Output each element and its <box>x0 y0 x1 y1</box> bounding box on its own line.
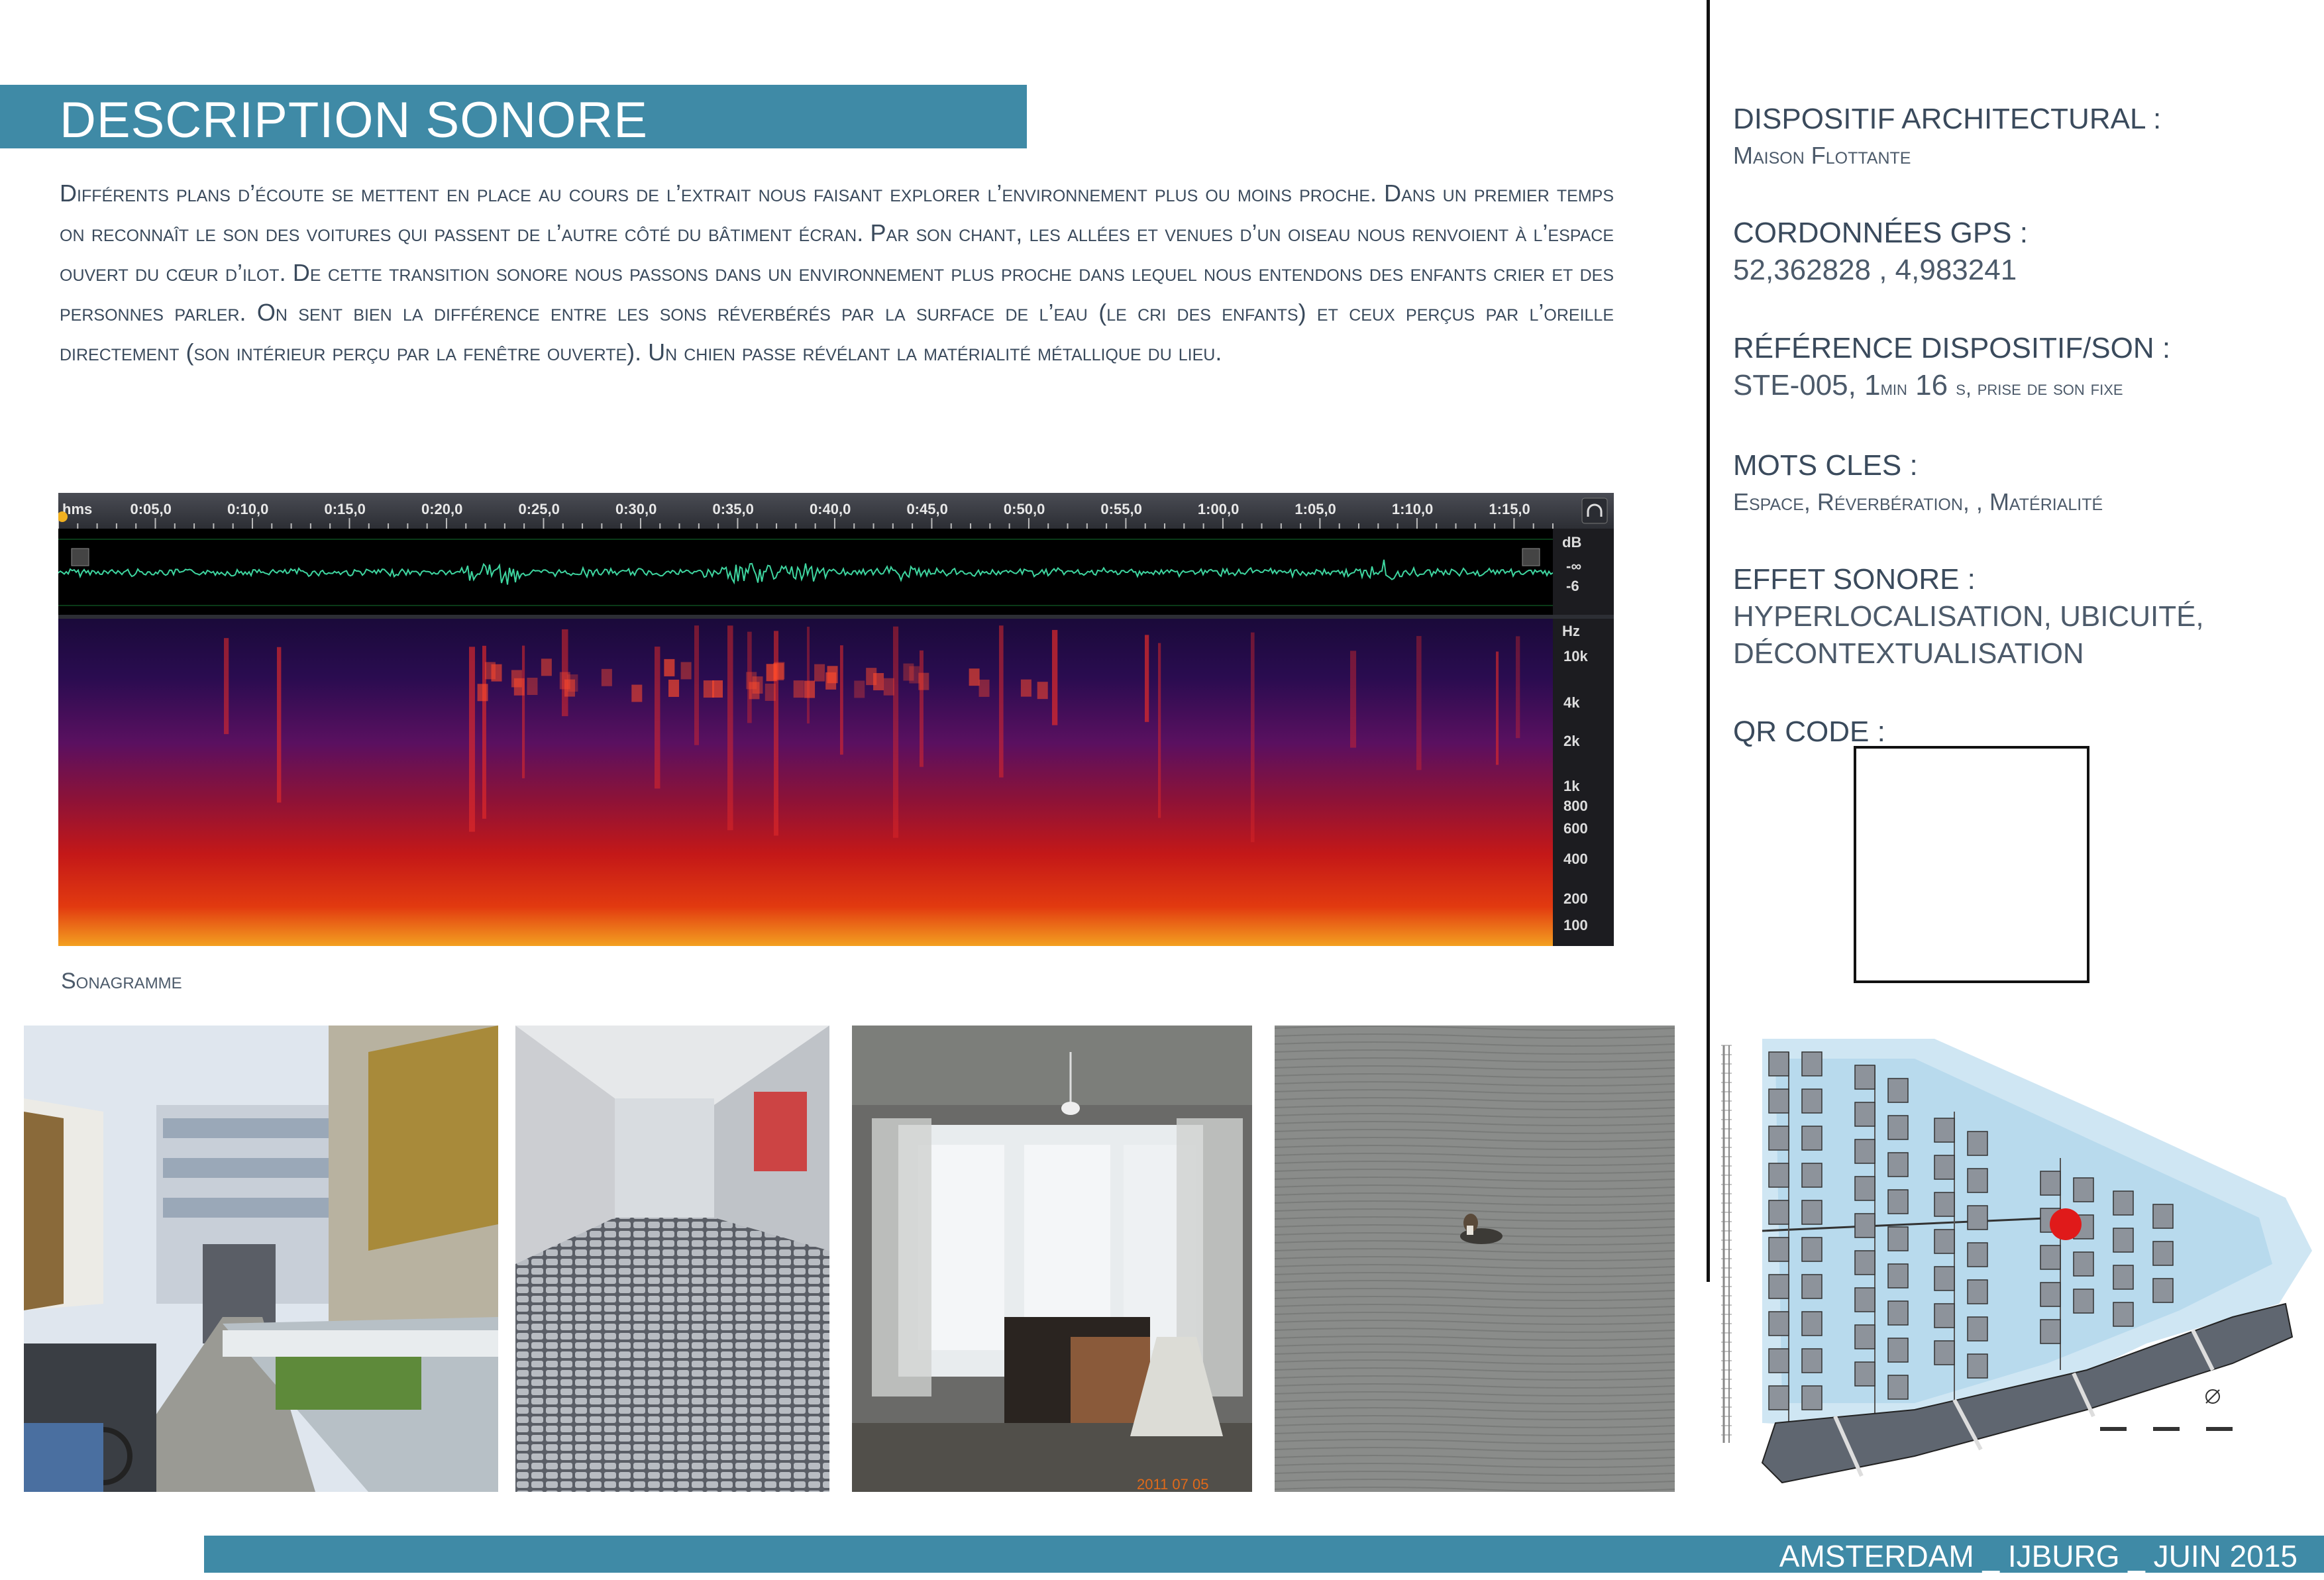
title-band: DESCRIPTION SONORE <box>0 85 1027 148</box>
reference-sec: s <box>1956 376 1966 399</box>
info-qr: QR CODE : <box>1733 713 2303 751</box>
footer-band: AMSTERDAM _ IJBURG _ JUIN 2015 <box>204 1536 2324 1573</box>
sonagram-caption: Sonagramme <box>61 969 182 994</box>
time-tick-label: 1:05,0 <box>1294 501 1336 517</box>
dispositif-value: Maison Flottante <box>1733 142 1911 169</box>
hz-tick-label: 1k <box>1563 778 1580 794</box>
spectrogram-events <box>224 625 1520 843</box>
waveform-panel <box>58 529 1553 615</box>
time-tick-label: 0:05,0 <box>130 501 171 517</box>
time-tick-label: 1:10,0 <box>1392 501 1433 517</box>
dispositif-title: DISPOSITIF ARCHITECTURAL : <box>1733 103 2162 135</box>
gps-value: 52,362828 , 4,983241 <box>1733 254 2017 286</box>
time-ruler-ticks <box>58 518 1554 529</box>
hz-tick-label: 200 <box>1563 890 1588 907</box>
reference-rest: , prise de son fixe <box>1965 376 2123 399</box>
qr-code-placeholder <box>1854 746 2089 983</box>
hz-tick-label: 800 <box>1563 798 1588 814</box>
fade-in-handle[interactable] <box>71 548 89 566</box>
hz-tick-label: 600 <box>1563 820 1588 837</box>
gps-title: CORDONNÉES GPS : <box>1733 217 2028 249</box>
qr-title: QR CODE : <box>1733 715 1885 748</box>
info-reference: RÉFÉRENCE DISPOSITIF/SON : STE-005, 1min… <box>1733 330 2303 406</box>
info-gps: CORDONNÉES GPS : 52,362828 , 4,983241 <box>1733 215 2303 289</box>
photo-water-bird <box>1275 1026 1675 1492</box>
site-plan-map <box>1716 1026 2324 1500</box>
reference-title: RÉFÉRENCE DISPOSITIF/SON : <box>1733 332 2171 364</box>
time-tick-label: 0:45,0 <box>906 501 947 517</box>
reference-code: STE-005, 1 <box>1733 369 1881 401</box>
effect-title: EFFET SONORE : <box>1733 563 1976 596</box>
keywords-value: Espace, Réverbération, , Matérialité <box>1733 488 2103 515</box>
hz-tick-label: 4k <box>1563 694 1580 711</box>
time-tick-label: 0:55,0 <box>1100 501 1141 517</box>
photo-floating-houses-street <box>24 1026 498 1492</box>
db-tick-label: -6 <box>1566 578 1579 594</box>
sonagram-graphic: hms 0:05,0 0:10,0 0:15,0 0:20,0 0:25,0 0:30,0… <box>57 493 1614 946</box>
time-tick-label: 0:25,0 <box>518 501 559 517</box>
info-keywords: MOTS CLES : Espace, Réverbération, , Mat… <box>1733 447 2303 520</box>
scale-bar <box>2100 1427 2233 1431</box>
time-tick-label: 0:40,0 <box>810 501 851 517</box>
footer-text: AMSTERDAM _ IJBURG _ JUIN 2015 <box>1779 1539 2298 1573</box>
sonagram: hms 0:05,0 0:10,0 0:15,0 0:20,0 0:25,0 0:30,0… <box>57 493 1614 946</box>
info-panel: DISPOSITIF ARCHITECTURAL : Maison Flotta… <box>1733 101 2303 792</box>
photo-metal-walkway <box>515 1026 829 1492</box>
time-tick-label: 0:30,0 <box>615 501 657 517</box>
db-scale <box>1553 529 1614 615</box>
info-effect: EFFET SONORE : HYPERLOCALISATION, UBICUI… <box>1733 561 2303 672</box>
db-unit-label: dB <box>1562 534 1581 551</box>
hz-tick-label: 400 <box>1563 851 1588 867</box>
waveform-trace <box>58 559 1554 585</box>
time-tick-label: 0:50,0 <box>1004 501 1045 517</box>
hz-tick-label: 10k <box>1563 648 1588 664</box>
recording-location-marker <box>2050 1208 2082 1240</box>
spectrogram <box>58 619 1553 946</box>
column-divider <box>1707 0 1710 1282</box>
reference-sec-num: 16 <box>1907 369 1956 401</box>
time-ruler <box>58 493 1614 529</box>
db-tick-label: -∞ <box>1566 558 1581 574</box>
fade-out-handle[interactable] <box>1522 548 1540 566</box>
reference-min: min <box>1880 376 1907 399</box>
photo-interior-window: 2011 07 05 <box>852 1026 1252 1492</box>
time-tick-label: 0:10,0 <box>227 501 268 517</box>
hz-scale <box>1553 619 1614 946</box>
description-paragraph: Différents plans d’écoute se mettent en … <box>60 180 1614 366</box>
info-dispositif: DISPOSITIF ARCHITECTURAL : Maison Flotta… <box>1733 101 2303 174</box>
photo-timestamp: 2011 07 05 <box>1137 1476 1208 1492</box>
effect-value: HYPERLOCALISATION, UBICUITÉ, DÉCONTEXTUA… <box>1733 600 2204 670</box>
hz-tick-label: 2k <box>1563 733 1580 749</box>
reference-value: STE-005, 1min 16 s, prise de son fixe <box>1733 367 2303 406</box>
hz-tick-label: 100 <box>1563 917 1588 933</box>
headphone-button[interactable] <box>1581 498 1608 524</box>
time-tick-label: 0:20,0 <box>421 501 462 517</box>
time-tick-label: 0:35,0 <box>712 501 753 517</box>
time-unit-label: hms <box>62 501 92 517</box>
time-tick-label: 1:15,0 <box>1489 501 1530 517</box>
page-title: DESCRIPTION SONORE <box>60 92 648 148</box>
playhead-marker[interactable] <box>57 511 68 522</box>
time-tick-label: 0:15,0 <box>324 501 365 517</box>
north-arrow-icon <box>2205 1389 2220 1404</box>
headphone-icon <box>1587 503 1603 517</box>
time-tick-label: 1:00,0 <box>1198 501 1239 517</box>
keywords-title: MOTS CLES : <box>1733 449 1918 482</box>
hz-unit-label: Hz <box>1562 623 1580 639</box>
